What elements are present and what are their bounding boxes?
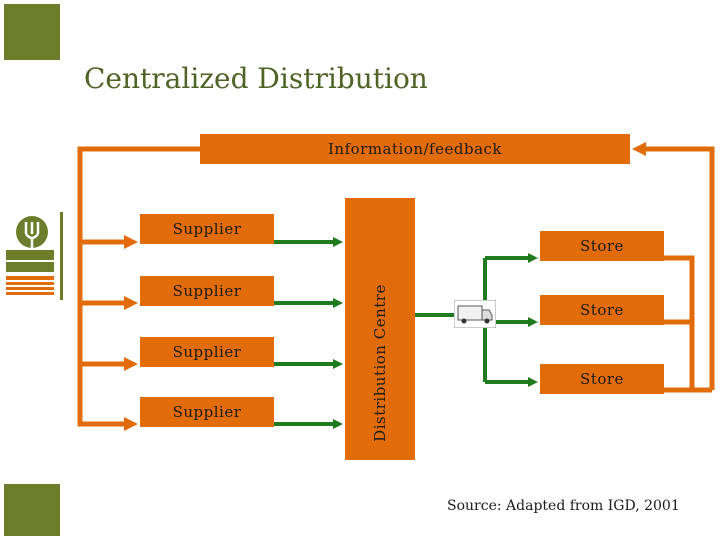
store-box-2: Store xyxy=(540,295,664,325)
page-title: Centralized Distribution xyxy=(84,62,428,95)
feedback-loop-right xyxy=(632,142,715,393)
distribution-centre-label-wrap: Distribution Centre xyxy=(345,198,415,460)
supplier-box-4: Supplier xyxy=(140,397,274,427)
information-feedback-box: Information/feedback xyxy=(200,134,630,164)
distribution-centre-box xyxy=(345,198,415,460)
conference-logo xyxy=(4,4,60,60)
truck-icon xyxy=(454,300,496,328)
llmc-logo xyxy=(4,484,60,536)
supplier-box-1: Supplier xyxy=(140,214,274,244)
feedback-loop-left xyxy=(77,146,200,431)
fork-logo-icon xyxy=(6,216,54,295)
source-note: Source: Adapted from IGD, 2001 xyxy=(447,498,680,514)
supplier-box-3: Supplier xyxy=(140,337,274,367)
store-box-3: Store xyxy=(540,364,664,394)
distribution-centre-label: Distribution Centre xyxy=(371,284,389,442)
sidebar xyxy=(0,0,63,540)
supplier-box-2: Supplier xyxy=(140,276,274,306)
store-box-1: Store xyxy=(540,231,664,261)
supplier-to-dc-arrows xyxy=(274,237,343,429)
working-lunch-logo xyxy=(4,212,63,300)
